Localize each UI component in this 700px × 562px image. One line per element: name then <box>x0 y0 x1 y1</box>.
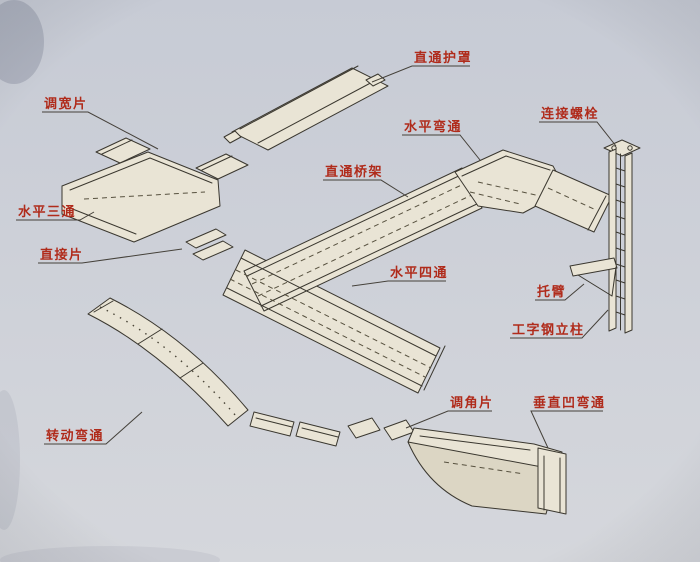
callout-horizontal-cross: 水平四通 <box>351 265 448 287</box>
callout-horizontal-elbow: 水平弯通 <box>402 119 481 161</box>
label-horizontal-tee: 水平三通 <box>18 204 76 220</box>
part-vertical-concave-elbow <box>407 427 567 515</box>
part-chain-pieces <box>249 411 341 447</box>
label-direct-connect-piece: 直接片 <box>40 247 84 263</box>
label-vertical-concave-elbow: 垂直凹弯通 <box>533 395 606 411</box>
part-straight-through-cover <box>223 65 389 151</box>
label-straight-through-cover: 直通护罩 <box>414 50 472 66</box>
callout-vertical-concave-elbow: 垂直凹弯通 <box>530 395 606 449</box>
callout-horizontal-tee: 水平三通 <box>16 204 95 221</box>
part-horizontal-cross-and-trays <box>222 167 483 394</box>
callout-angle-adjust-piece: 调角片 <box>405 395 494 429</box>
part-rotating-elbow <box>87 297 249 427</box>
callout-i-beam-column: 工字钢立柱 <box>510 309 609 339</box>
callout-bracket-arm: 托臂 <box>535 283 585 301</box>
label-rotating-elbow: 转动弯通 <box>46 428 104 444</box>
label-connecting-bolt: 连接螺栓 <box>541 106 599 122</box>
callout-connecting-bolt: 连接螺栓 <box>539 106 617 147</box>
part-bracket-arm <box>569 257 618 297</box>
callout-straight-through-cover: 直通护罩 <box>371 50 472 83</box>
part-horizontal-tee <box>61 151 221 243</box>
part-direct-connect-pieces <box>185 228 234 261</box>
label-i-beam-column: 工字钢立柱 <box>512 322 585 338</box>
label-bracket-arm: 托臂 <box>537 284 566 300</box>
callout-straight-through-tray: 直通桥架 <box>323 164 409 198</box>
callout-rotating-elbow: 转动弯通 <box>44 411 143 445</box>
part-angle-adjust-pieces <box>347 417 415 441</box>
part-tray-to-column <box>534 169 613 233</box>
callout-direct-connect-piece: 直接片 <box>38 247 183 264</box>
callout-width-adjust-piece: 调宽片 <box>42 96 159 150</box>
label-horizontal-cross: 水平四通 <box>390 265 448 281</box>
label-width-adjust-piece: 调宽片 <box>44 96 88 112</box>
part-width-adjust-pieces <box>95 137 249 180</box>
label-horizontal-elbow: 水平弯通 <box>404 119 462 135</box>
label-straight-through-tray: 直通桥架 <box>325 164 383 180</box>
part-i-beam-column <box>603 139 641 334</box>
label-angle-adjust-piece: 调角片 <box>450 395 494 411</box>
